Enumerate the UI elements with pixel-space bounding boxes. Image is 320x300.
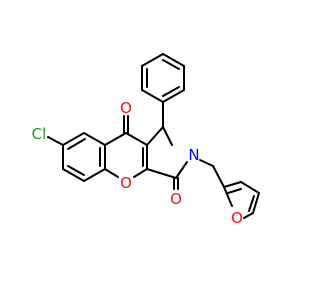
phenyl-ring bbox=[141, 53, 185, 128]
lactam-oxygen-label: O bbox=[170, 190, 182, 208]
pyrrolone-ring bbox=[146, 126, 188, 179]
double-bond-inner bbox=[162, 59, 180, 70]
furan-ring bbox=[223, 181, 260, 219]
bond bbox=[104, 132, 127, 146]
bond bbox=[83, 168, 106, 182]
bond bbox=[141, 53, 164, 67]
bond bbox=[125, 132, 148, 146]
bond bbox=[175, 161, 188, 179]
bond bbox=[146, 126, 164, 146]
bond bbox=[146, 168, 177, 179]
structure-drawing: Cl O O O N O bbox=[32, 53, 260, 227]
nitrogen-label: N bbox=[188, 146, 199, 164]
molecule-canvas: Cl O O O N O bbox=[31, 53, 260, 227]
pyranone-ring bbox=[104, 132, 148, 178]
bond bbox=[141, 89, 164, 103]
bond-c-cl bbox=[47, 136, 64, 146]
bond-ch2-furan bbox=[212, 165, 225, 188]
bond bbox=[62, 132, 85, 146]
benzo-ring bbox=[62, 132, 106, 182]
bond bbox=[252, 192, 260, 214]
double-bond-inner bbox=[162, 86, 180, 97]
bond bbox=[223, 186, 233, 207]
double-bond-inner bbox=[227, 188, 242, 194]
double-bond-inner bbox=[248, 195, 255, 212]
furan-oxygen-label: O bbox=[231, 209, 243, 227]
double-bond-inner bbox=[67, 138, 86, 150]
bond-n-ch2 bbox=[199, 159, 214, 167]
chlorine-label: Cl bbox=[32, 125, 47, 143]
bond bbox=[162, 53, 185, 67]
bond bbox=[83, 132, 106, 146]
bond bbox=[104, 168, 119, 178]
double-bond-inner bbox=[67, 165, 85, 176]
ring-oxygen-label: O bbox=[120, 174, 132, 192]
bond bbox=[162, 89, 185, 103]
bond bbox=[223, 181, 242, 188]
bond bbox=[133, 168, 148, 178]
bond bbox=[162, 126, 173, 146]
bond bbox=[243, 212, 254, 219]
ketone-oxygen-label: O bbox=[120, 99, 132, 117]
bond bbox=[62, 168, 85, 182]
bond bbox=[240, 181, 260, 194]
